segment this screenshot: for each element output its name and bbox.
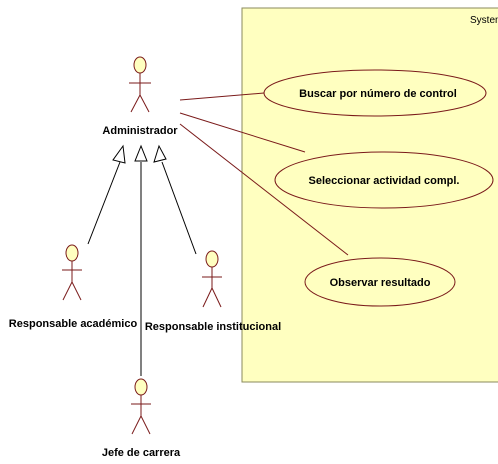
associations [179,92,349,256]
actor-administrador[interactable]: Administrador [102,56,178,137]
generalizations [87,144,197,376]
association-seleccionar[interactable] [179,112,306,153]
generalization-jefe-de-carrera[interactable] [134,144,148,376]
generalization-responsable-institucional[interactable] [153,144,197,255]
actor-responsable-academico-head [65,244,79,262]
actor-administrador-label: Administrador [102,125,178,137]
use-case-seleccionar-label: Seleccionar actividad compl. [308,175,459,187]
actor-jefe-de-carrera-label: Jefe de carrera [102,447,181,459]
generalization-responsable-academico[interactable] [87,144,126,245]
use-case-observar-ellipse [304,257,456,307]
use-case-observar[interactable]: Observar resultado [304,257,456,307]
actor-jefe-de-carrera-head [134,378,148,396]
use-case-observar-label: Observar resultado [330,277,431,289]
system-boundary-label: System [470,15,498,26]
association-buscar[interactable] [179,92,265,101]
actor-jefe-de-carrera[interactable]: Jefe de carrera [102,378,181,459]
actor-responsable-academico-label: Responsable académico [9,318,138,330]
actor-responsable-institucional-head [205,250,219,268]
association-observar[interactable] [179,123,349,256]
actor-administrador-head [133,56,147,74]
actor-responsable-institucional[interactable]: Responsable institucional [145,250,281,333]
use-case-buscar-ellipse [263,69,487,117]
use-case-seleccionar-ellipse [274,151,494,209]
use-case-buscar[interactable]: Buscar por número de control [263,69,487,117]
use-case-buscar-label: Buscar por número de control [299,88,457,100]
actor-responsable-institucional-label: Responsable institucional [145,321,281,333]
use-case-seleccionar[interactable]: Seleccionar actividad compl. [274,151,494,209]
actor-responsable-academico[interactable]: Responsable académico [9,244,138,330]
